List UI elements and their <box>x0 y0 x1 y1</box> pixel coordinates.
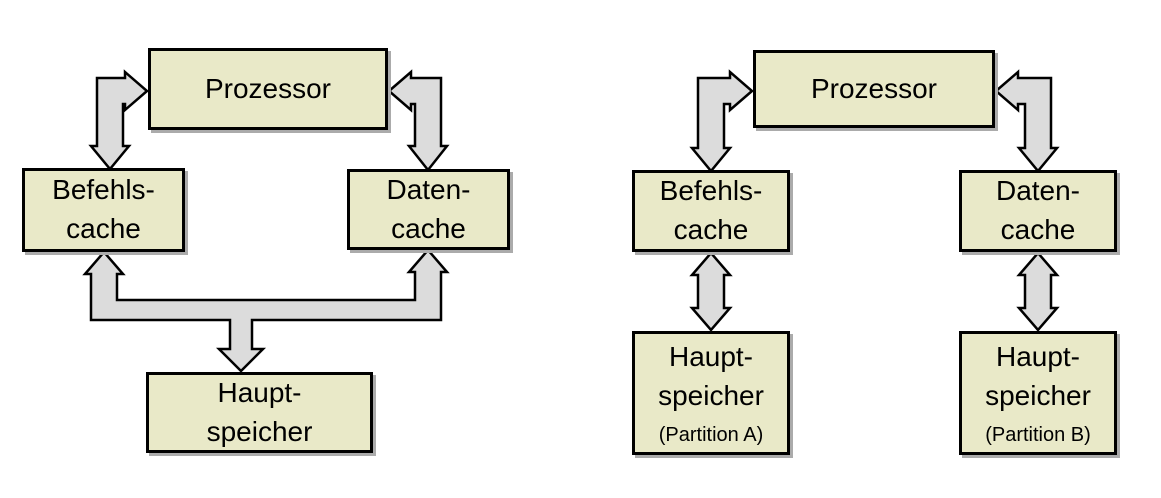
box-instruction-cache-left: Befehls- cache <box>22 168 185 252</box>
data-cache-label-line1: Daten- <box>386 173 471 205</box>
box-data-cache-left: Daten- cache <box>347 169 510 250</box>
main-memory-b-partition-label: (Partition B) <box>985 424 1091 447</box>
trident-arrow-caches-main-memory <box>82 248 450 373</box>
data-cache-label-line1: Daten- <box>995 175 1081 207</box>
main-memory-a-label-line1: Haupt- <box>668 340 754 372</box>
double-arrow-left-processor-instruction-cache <box>88 69 149 171</box>
main-memory-label-line2: speicher <box>206 415 313 447</box>
box-main-memory-shared: Haupt- speicher <box>146 372 373 453</box>
main-memory-a-partition-label: (Partition A) <box>658 424 764 447</box>
double-arrow-left-processor-data-cache <box>387 69 450 173</box>
main-memory-a-label-line2: speicher <box>658 379 764 411</box>
instruction-cache-label-line2: cache <box>66 213 141 244</box>
double-arrow-right-processor-data-cache <box>994 69 1060 173</box>
double-arrow-instruction-cache-partition-a <box>689 251 733 332</box>
instruction-cache-label-line1: Befehls- <box>52 174 155 206</box>
box-processor-right: Prozessor <box>753 50 995 128</box>
data-cache-label-line2: cache <box>1000 214 1076 245</box>
instruction-cache-label-line2: cache <box>673 214 749 245</box>
box-instruction-cache-right: Befehls- cache <box>632 170 790 252</box>
main-memory-b-label-line1: Haupt- <box>995 340 1081 372</box>
processor-label: Prozessor <box>810 72 938 104</box>
main-memory-b-label-line2: speicher <box>985 379 1091 411</box>
box-data-cache-right: Daten- cache <box>959 170 1117 252</box>
instruction-cache-label-line1: Befehls- <box>659 175 763 207</box>
box-main-memory-partition-b: Haupt- speicher (Partition B) <box>959 331 1117 455</box>
box-main-memory-partition-a: Haupt- speicher (Partition A) <box>632 331 790 455</box>
double-arrow-right-processor-instruction-cache <box>689 69 754 173</box>
processor-label: Prozessor <box>204 72 332 104</box>
main-memory-label-line1: Haupt- <box>217 376 302 408</box>
data-cache-label-line2: cache <box>391 212 466 244</box>
double-arrow-data-cache-partition-b <box>1016 251 1060 332</box>
box-processor-left: Prozessor <box>148 48 388 130</box>
